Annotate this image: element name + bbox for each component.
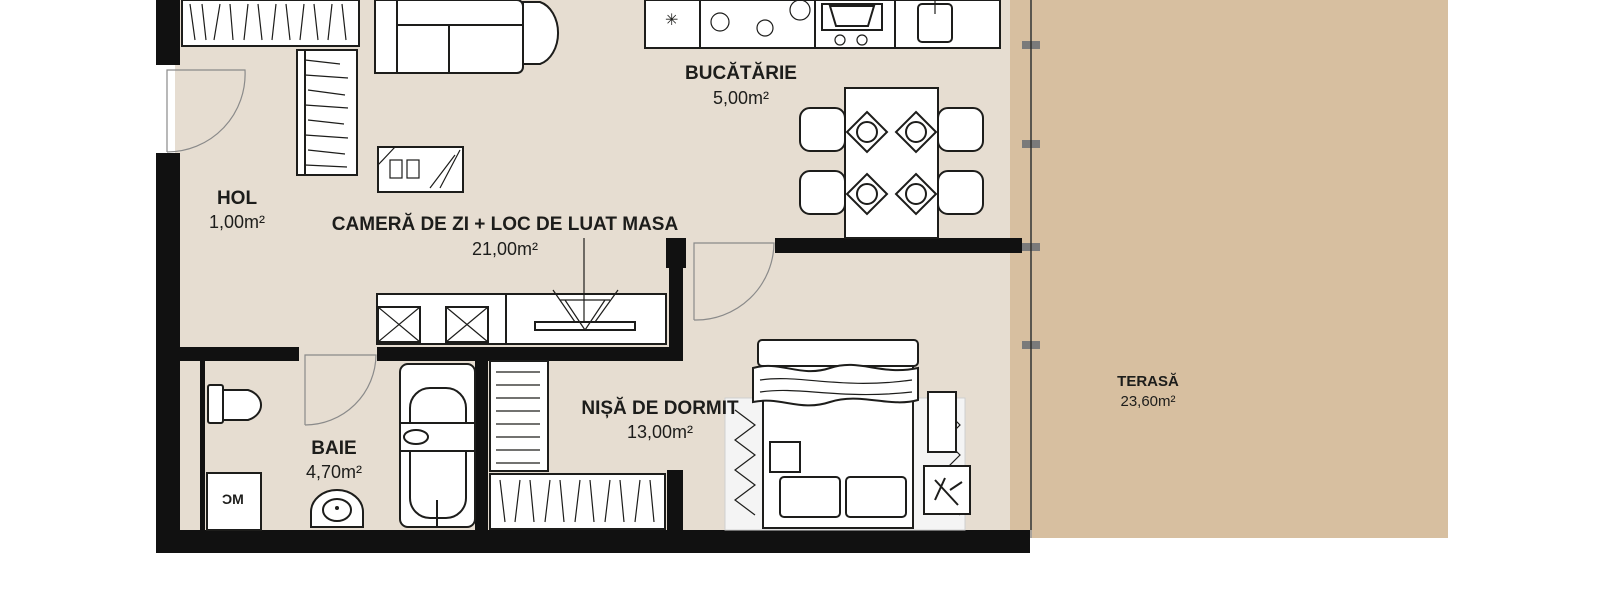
coffee-table-icon xyxy=(377,146,464,193)
room-area-camera-zi: 21,00m² xyxy=(472,239,538,259)
room-name-bucatarie: BUCĂTĂRIE xyxy=(685,62,797,84)
wall-nisa-top xyxy=(775,238,1022,253)
door-bath xyxy=(304,354,377,426)
dining-table-icon xyxy=(799,87,984,239)
toilet-icon xyxy=(207,384,263,424)
room-label-bucatarie: BUCĂTĂRIE 5,00m² xyxy=(685,62,797,108)
room-name-baie: BAIE xyxy=(311,438,356,459)
room-name-camera-zi: CAMERĂ DE ZI + LOC DE LUAT MASA xyxy=(332,213,679,235)
bathtub-icon xyxy=(399,363,476,528)
door-nisa xyxy=(693,242,775,321)
wall-left xyxy=(156,153,180,553)
room-name-hol: HOL xyxy=(217,188,258,209)
room-area-terasa: 23,60m² xyxy=(1120,393,1175,410)
washing-machine-icon: ƆM xyxy=(206,472,262,531)
kitchen-counter-icon: ✳ xyxy=(644,0,1001,49)
wall-bath-top-right xyxy=(377,347,671,361)
room-label-baie: BAIE 4,70m² xyxy=(306,438,362,482)
wall-tv-vertical xyxy=(669,238,683,361)
wall-nisa-left-stub xyxy=(667,470,683,530)
plant-icon xyxy=(923,465,971,515)
wall-bath-top-left xyxy=(180,347,299,361)
room-area-hol: 1,00m² xyxy=(209,212,265,232)
wall-bottom xyxy=(156,530,1030,553)
wall-left-top xyxy=(156,0,180,65)
washing-machine-label: ƆM xyxy=(222,491,244,507)
room-name-nisa: NIȘĂ DE DORMIT xyxy=(581,397,739,419)
doors xyxy=(166,69,775,426)
wall-bath-leftcol xyxy=(200,361,205,530)
terrace-floor xyxy=(1010,0,1448,538)
room-area-bucatarie: 5,00m² xyxy=(713,88,769,108)
svg-text:✳: ✳ xyxy=(665,10,678,29)
room-label-nisa: NIȘĂ DE DORMIT 13,00m² xyxy=(581,397,739,442)
door-entrance xyxy=(166,69,246,153)
sink-icon xyxy=(310,489,364,528)
room-label-camera-zi: CAMERĂ DE ZI + LOC DE LUAT MASA 21,00m² xyxy=(332,213,679,259)
room-label-hol: HOL 1,00m² xyxy=(209,188,265,232)
walls xyxy=(156,0,1030,553)
tv-unit-icon xyxy=(376,238,667,345)
room-label-terasa: TERASĂ 23,60m² xyxy=(1117,373,1179,410)
sofa-icon xyxy=(374,0,560,74)
room-area-baie: 4,70m² xyxy=(306,462,362,482)
wall-bath-inner xyxy=(475,361,488,530)
room-name-terasa: TERASĂ xyxy=(1117,373,1179,390)
wardrobe-icon xyxy=(181,0,360,47)
wardrobe-nisa-icon xyxy=(489,360,666,530)
room-area-nisa: 13,00m² xyxy=(627,422,693,442)
wardrobe-hall-icon xyxy=(296,49,358,176)
bed-icon xyxy=(724,339,966,531)
